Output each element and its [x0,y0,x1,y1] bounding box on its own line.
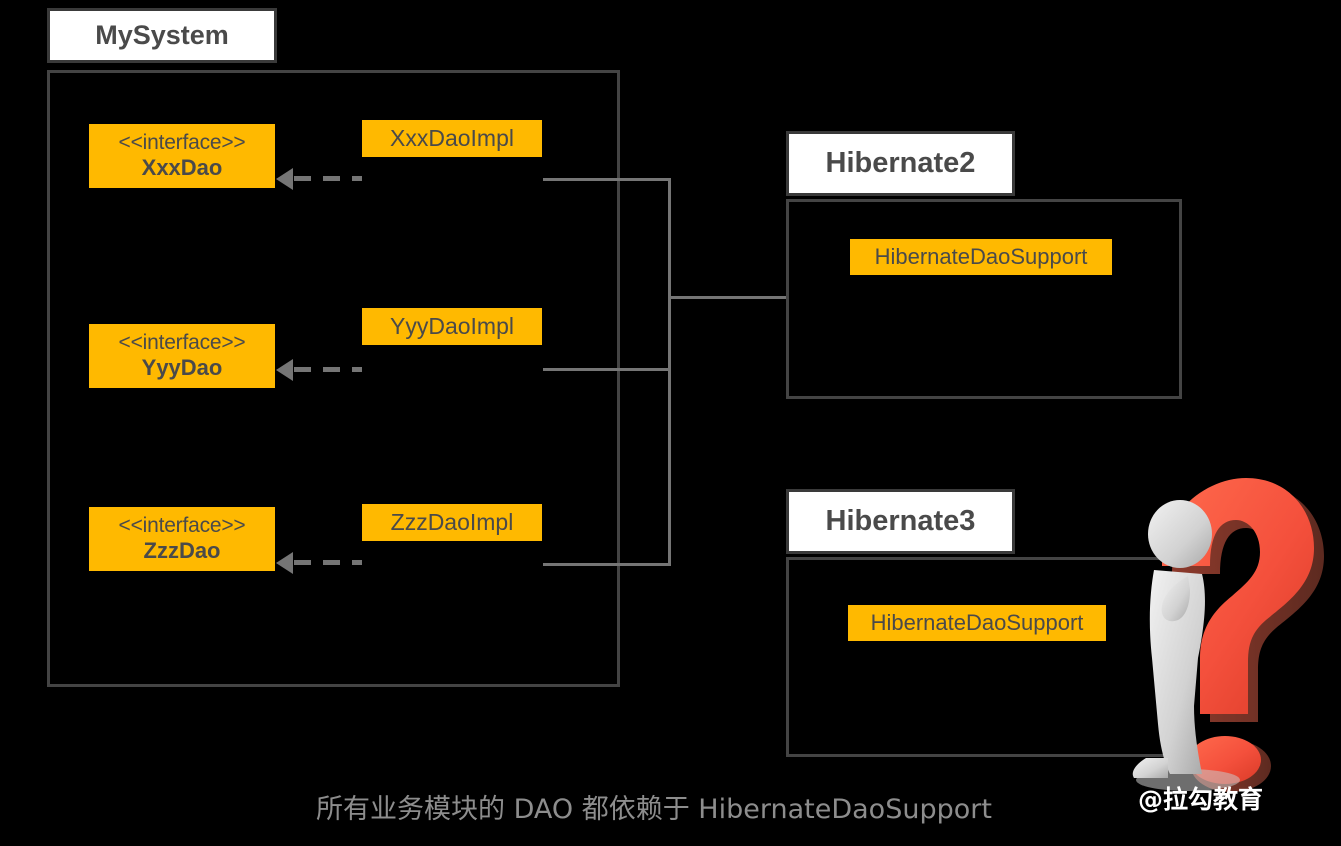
dependency-branch-zzz [543,563,671,566]
thinking-figure-icon [1132,500,1240,791]
stereotype-label: <<interface>> [118,513,246,537]
class-box-hibernatedaosupport-h2: HibernateDaoSupport [850,239,1112,275]
class-box-zzzdaoimpl: ZzzDaoImpl [362,504,542,541]
realization-line-zzz [294,560,362,565]
watermark-graphic: @拉勾教育 [1128,462,1328,814]
stereotype-label: <<interface>> [118,130,246,154]
class-box-xxxdao: <<interface>> XxxDao [89,124,275,188]
dependency-line-to-hibernate2 [671,296,836,299]
dependency-branch-xxx [543,178,671,181]
realization-arrowhead-zzz [276,552,293,574]
package-tab-hibernate2: Hibernate2 [786,131,1015,196]
diagram-caption: 所有业务模块的 DAO 都依赖于 HibernateDaoSupport [316,794,992,825]
realization-arrowhead-yyy [276,359,293,381]
figure-arm [1161,576,1190,622]
figure-foot [1132,758,1168,778]
question-mark-icon [1132,478,1324,792]
package-body-hibernate3 [786,557,1182,757]
class-name-label: HibernateDaoSupport [874,243,1088,269]
class-name-label: ZzzDao [143,538,221,564]
package-title-hibernate3: Hibernate3 [825,505,976,537]
realization-line-xxx [294,176,362,181]
class-name-label: XxxDaoImpl [390,125,514,152]
dependency-trunk [668,178,671,566]
package-title-mysystem: MySystem [95,20,229,50]
realization-line-yyy [294,367,362,372]
package-tab-mysystem: MySystem [47,8,277,63]
figure-head [1148,500,1212,568]
class-box-zzzdao: <<interface>> ZzzDao [89,507,275,571]
class-name-label: HibernateDaoSupport [870,609,1084,635]
figure-body [1149,570,1205,774]
package-body-hibernate2 [786,199,1182,399]
class-name-label: ZzzDaoImpl [390,509,514,536]
package-tab-hibernate3: Hibernate3 [786,489,1015,554]
class-name-label: XxxDao [141,155,223,181]
class-box-yyydao: <<interface>> YyyDao [89,324,275,388]
dependency-branch-yyy [543,368,671,371]
class-box-yyydaoimpl: YyyDaoImpl [362,308,542,345]
package-title-hibernate2: Hibernate2 [825,147,976,179]
realization-arrowhead-xxx [276,168,293,190]
class-box-hibernatedaosupport-h3: HibernateDaoSupport [848,605,1106,641]
class-name-label: YyyDao [141,355,223,381]
class-box-xxxdaoimpl: XxxDaoImpl [362,120,542,157]
stereotype-label: <<interface>> [118,330,246,354]
class-name-label: YyyDaoImpl [390,313,514,340]
watermark-label: @拉勾教育 [1138,785,1264,814]
